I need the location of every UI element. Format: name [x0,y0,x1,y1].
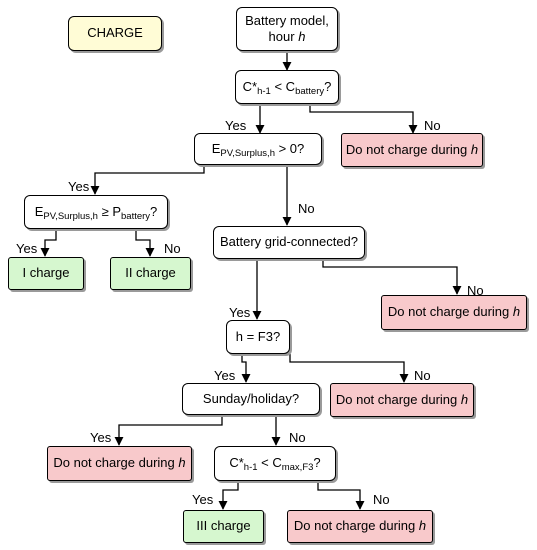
charge1-text: I charge [22,265,70,281]
legend-label: CHARGE [87,25,143,41]
label-yes-q6: Yes [90,430,112,445]
decision-c-battery-text: C*h-1 < Cbattery? [242,78,332,97]
q4-text: Battery grid-connected? [219,234,359,250]
start-line1: Battery model, [245,12,329,28]
decision-sunday-holiday: Sunday/holiday? [182,383,320,415]
label-yes-q3: Yes [16,241,38,256]
label-yes-q4: Yes [229,305,251,320]
edge-q3-yes [40,229,57,257]
q3-e-sub: PV,Surplus,h [43,210,98,222]
no-charge-label-5: Do not charge during [293,518,416,534]
charge-box-1: I charge [8,257,84,290]
edge-q5-yes [241,354,251,383]
q3-e-label: E [34,203,44,219]
node-battery-model: Battery model, hour h [236,7,338,51]
label-no-q3: No [164,241,181,256]
edge-q6-yes [114,415,223,446]
edge-q5-no [289,354,409,383]
q2-e-label: E [211,140,221,156]
no-charge-var-2: h [512,304,521,320]
node-battery-model-text: Battery model, hour h [245,13,329,46]
decision-e-surplus: EPV,Surplus,h > 0? [194,133,322,165]
q1-end: ? [324,78,332,94]
edge-q3-no [135,229,155,257]
edge-q7-yes [218,481,239,510]
q2-rest: > 0? [274,140,305,156]
no-charge-var-4: h [178,455,186,471]
charge2-text: II charge [125,265,176,281]
q7-sub2: max,F3 [281,462,314,474]
decision-e-surplus-text: EPV,Surplus,h > 0? [211,140,305,159]
no-charge-var-5: h [418,518,427,534]
label-yes-q5: Yes [214,368,236,383]
charge-box-3: III charge [183,510,264,543]
decision-e-vs-p-text: EPV,Surplus,h ≥ Pbattery? [34,203,158,222]
no-charge-label-4: Do not charge during [53,455,175,471]
edge-q7-no [317,481,365,510]
no-charge-text-5: Do not charge during h [294,518,426,534]
no-charge-label-2: Do not charge during [387,304,510,320]
label-no-q1: No [424,118,441,133]
no-charge-text-3: Do not charge during h [336,392,468,408]
no-charge-text-2: Do not charge during h [388,304,520,320]
decision-c-max-f3: C*h-1 < Cmax,F3? [214,446,336,481]
decision-grid-connected: Battery grid-connected? [213,226,365,259]
q3-op: ≥ P [97,203,121,219]
q5-text: h = F3? [235,328,281,344]
q1-sub2: battery [295,85,325,97]
label-no-q5: No [414,368,431,383]
q3-sub2: battery [121,210,151,222]
label-yes-q1: Yes [225,118,247,133]
label-yes-q2: Yes [68,179,90,194]
decision-c-max-f3-text: C*h-1 < Cmax,F3? [229,455,321,474]
label-no-q2: No [298,201,315,216]
charge3-text: III charge [196,518,251,534]
no-charge-box-2: Do not charge during h [381,295,527,330]
charge-box-2: II charge [110,257,191,290]
q7-c-sub: h-1 [243,462,258,474]
label-no-q4: No [467,283,484,298]
label-no-q7: No [373,492,390,507]
edge-q1-no [309,104,418,134]
label-no-q6: No [289,430,306,445]
label-yes-q7: Yes [192,492,214,507]
no-charge-label-1: Do not charge during [345,141,468,157]
start-line2: hour [268,29,295,44]
edge-q2-yes [90,165,205,195]
no-charge-var-1: h [470,141,479,157]
q7-c-label: C* [229,455,244,471]
no-charge-box-5: Do not charge during h [287,510,433,543]
q3-end: ? [150,203,158,219]
no-charge-label-3: Do not charge during [335,391,458,407]
q1-c-sub: h-1 [257,85,271,97]
start-var: h [298,29,306,44]
decision-e-vs-p: EPV,Surplus,h ≥ Pbattery? [24,195,168,229]
no-charge-text-4: Do not charge during h [53,455,185,471]
q7-op: < C [257,455,282,471]
no-charge-box-3: Do not charge during h [330,383,474,417]
no-charge-text-1: Do not charge during h [346,142,478,158]
q1-c-label: C* [242,78,258,94]
q1-op: < C [270,78,296,94]
no-charge-box-4: Do not charge during h [47,446,192,481]
q2-e-sub: PV,Surplus,h [220,147,275,159]
q6-text: Sunday/holiday? [202,390,300,406]
decision-c-battery: C*h-1 < Cbattery? [235,70,339,104]
decision-h-f3: h = F3? [226,320,290,354]
legend-charge: CHARGE [68,16,162,51]
q7-end: ? [313,455,321,471]
edge-q4-no [322,259,462,295]
no-charge-box-1: Do not charge during h [341,133,483,167]
no-charge-var-3: h [460,391,469,407]
